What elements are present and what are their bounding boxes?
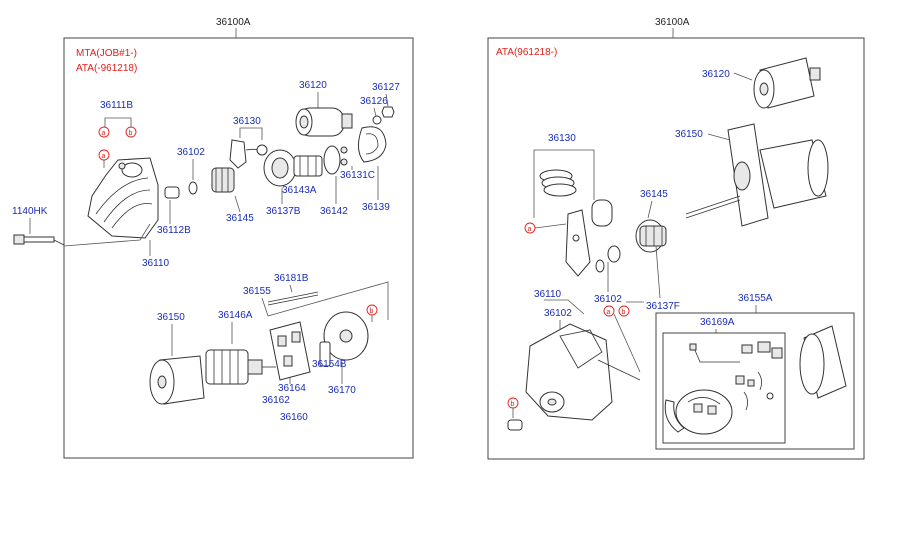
label-36162: 36162 (262, 395, 290, 406)
right-panel: 36100A ATA(961218-) 36120 36150 36130 (487, 17, 865, 460)
label-36150-left: 36150 (157, 312, 185, 323)
label-36170: 36170 (328, 385, 356, 396)
label-36111B: 36111B (100, 100, 133, 111)
left-assembly-number: 36100A (216, 17, 251, 28)
left-note-mta: MTA(JOB#1-) (76, 48, 137, 59)
washers-right-icon (595, 245, 621, 273)
label-36110: 36110 (142, 258, 170, 269)
label-36127: 36127 (372, 82, 400, 93)
yoke-icon (149, 355, 205, 405)
plunger-icon (591, 199, 613, 227)
label-36150-right: 36150 (675, 129, 703, 140)
left-panel: 36100A MTA(JOB#1-) ATA(-961218) 1140HK 3… (12, 17, 414, 459)
label-36102-left: 36102 (177, 147, 205, 158)
svg-text:b: b (370, 308, 374, 315)
solenoid-icon (295, 107, 353, 137)
svg-text:a: a (102, 153, 106, 160)
svg-text:a: a (607, 309, 611, 316)
svg-text:a: a (102, 130, 106, 137)
label-36143A: 36143A (282, 185, 317, 196)
solenoid-right-icon (753, 57, 821, 109)
right-note-ata: ATA(961218-) (496, 47, 557, 58)
svg-text:a: a (528, 226, 532, 233)
bushing-icon (164, 186, 180, 199)
svg-text:b: b (511, 401, 515, 408)
label-36130-right: 36130 (548, 133, 576, 144)
brush-subkit-frame (662, 332, 786, 444)
label-36112B: 36112B (157, 225, 191, 236)
right-panel-frame (487, 37, 865, 460)
pinion-right-icon (635, 219, 667, 253)
label-36142: 36142 (320, 206, 348, 217)
motor-yoke-icon (685, 123, 829, 227)
label-36110-right: 36110 (534, 289, 562, 300)
left-panel-frame (63, 37, 414, 459)
brush-plate-icon (664, 389, 733, 435)
label-36130-left: 36130 (233, 116, 261, 127)
label-36155: 36155 (243, 286, 271, 297)
bushing-right-icon (507, 419, 523, 431)
nut-icon (381, 106, 395, 118)
label-36120-left: 36120 (299, 80, 327, 91)
label-36137F: 36137F (646, 301, 680, 312)
label-36145-left: 36145 (226, 213, 254, 224)
pinion-gear-icon (211, 167, 235, 193)
label-36160: 36160 (280, 412, 308, 423)
label-36126: 36126 (360, 96, 388, 107)
washer-icon (188, 181, 198, 195)
label-36146A: 36146A (218, 310, 253, 321)
spring-icon (539, 169, 577, 197)
right-assembly-number: 36100A (655, 17, 690, 28)
label-36154B: 36154B (312, 359, 347, 370)
svg-text:b: b (622, 309, 626, 316)
end-frame-icon (319, 311, 369, 367)
shaft-gear-icon (293, 155, 323, 177)
gear-plate-icon (323, 145, 348, 175)
end-cover-icon (799, 325, 847, 399)
label-1140HK: 1140HK (12, 206, 48, 217)
clutch-icon (263, 149, 297, 187)
bolt-icon (13, 234, 65, 246)
label-36102-right-top: 36102 (594, 294, 622, 305)
label-36164: 36164 (278, 383, 306, 394)
housing-right-icon (525, 323, 641, 421)
brush-holder-icon (269, 321, 311, 381)
lever-icon (565, 209, 591, 277)
label-36139: 36139 (362, 202, 390, 213)
drive-housing-icon (87, 157, 159, 239)
svg-text:b: b (129, 130, 133, 137)
label-36137B: 36137B (266, 206, 301, 217)
label-36155A: 36155A (738, 293, 773, 304)
label-36131C: 36131C (340, 170, 375, 181)
label-36145-right: 36145 (640, 189, 668, 200)
gasket-ring-icon (358, 126, 387, 163)
label-36181B: 36181B (274, 273, 309, 284)
left-note-ata: ATA(-961218) (76, 63, 137, 74)
label-36102-right-bottom: 36102 (544, 308, 572, 319)
washer-small-icon (372, 115, 382, 125)
armature-icon (205, 349, 276, 385)
label-36120-right: 36120 (702, 69, 730, 80)
through-bolt-icon (267, 291, 319, 306)
brush-kit-frame (655, 312, 855, 450)
label-36169A: 36169A (700, 317, 735, 328)
shift-lever-icon (229, 139, 268, 169)
brush-leads-icon (689, 341, 783, 411)
